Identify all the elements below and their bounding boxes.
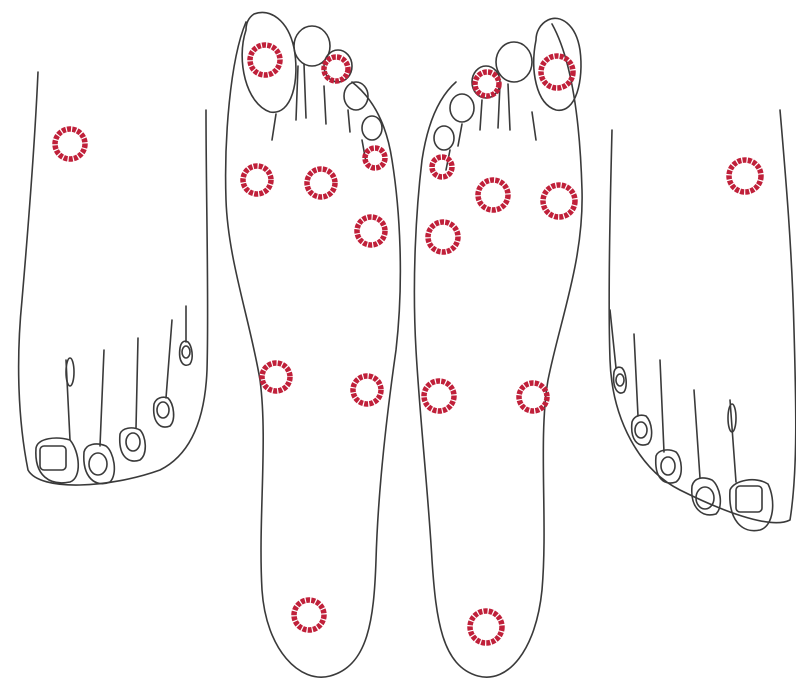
- left-dorsal-toenail-2: [89, 453, 107, 475]
- left-plantar-forefoot-site-1: [243, 166, 271, 194]
- left-plantar-heel-site: [294, 600, 324, 630]
- left-foot-plantar-outline: [226, 22, 401, 677]
- left-dorsal-site-1: [55, 129, 85, 159]
- left-dorsal-toenail-5: [182, 346, 190, 358]
- right-plantar-big-toe-site: [541, 56, 573, 88]
- left-plantar-big-toe-site: [250, 45, 280, 75]
- left-dorsal-toenail-4: [157, 402, 169, 418]
- left-plantar-toe-5-site: [365, 148, 385, 168]
- right-plantar-forefoot-site-1: [543, 185, 575, 217]
- left-dorsal-metatarsal-lines: [66, 306, 186, 446]
- left-dorsal-toenail-3: [126, 433, 140, 451]
- right-plantar-toe-2: [496, 42, 532, 82]
- right-dorsal-toenail-3: [661, 457, 675, 475]
- right-dorsal-toe-3: [656, 450, 682, 483]
- right-plantar-toe-5: [434, 126, 454, 150]
- left-dorsal-big-toe: [36, 438, 78, 483]
- right-plantar-forefoot-site-2: [478, 180, 508, 210]
- left-plantar-forefoot-site-3: [357, 217, 385, 245]
- right-plantar-midfoot-site-2: [519, 383, 547, 411]
- right-plantar-forefoot-site-3: [428, 222, 458, 252]
- right-plantar-heel-site: [470, 611, 502, 643]
- right-dorsal-metatarsal-lines: [610, 310, 736, 482]
- right-foot-dorsal: [609, 110, 796, 531]
- left-plantar-toe-3-site: [324, 57, 348, 81]
- left-foot-dorsal: [19, 72, 208, 485]
- right-plantar-toe-5-site: [432, 157, 452, 177]
- right-dorsal-site-1: [729, 160, 761, 192]
- right-dorsal-toenail-4: [635, 422, 647, 438]
- left-dorsal-big-toenail: [40, 446, 66, 470]
- right-dorsal-big-toenail: [736, 486, 762, 512]
- right-foot-plantar: [414, 18, 582, 677]
- left-plantar-midfoot-site-1: [262, 363, 290, 391]
- left-plantar-toe-creases: [272, 64, 366, 162]
- left-plantar-toe-5: [362, 116, 382, 140]
- test-sites: [55, 45, 761, 643]
- right-plantar-midfoot-site-1: [424, 381, 454, 411]
- right-plantar-toe-4: [450, 94, 474, 122]
- right-foot-dorsal-outline: [609, 110, 796, 523]
- right-dorsal-toenail-2: [696, 487, 714, 509]
- left-foot-plantar: [226, 12, 401, 677]
- left-plantar-midfoot-site-2: [353, 376, 381, 404]
- left-foot-dorsal-outline: [19, 72, 208, 485]
- right-dorsal-toenail-5: [616, 374, 624, 386]
- right-plantar-toe-3-site: [475, 72, 499, 96]
- left-plantar-forefoot-site-2: [307, 169, 335, 197]
